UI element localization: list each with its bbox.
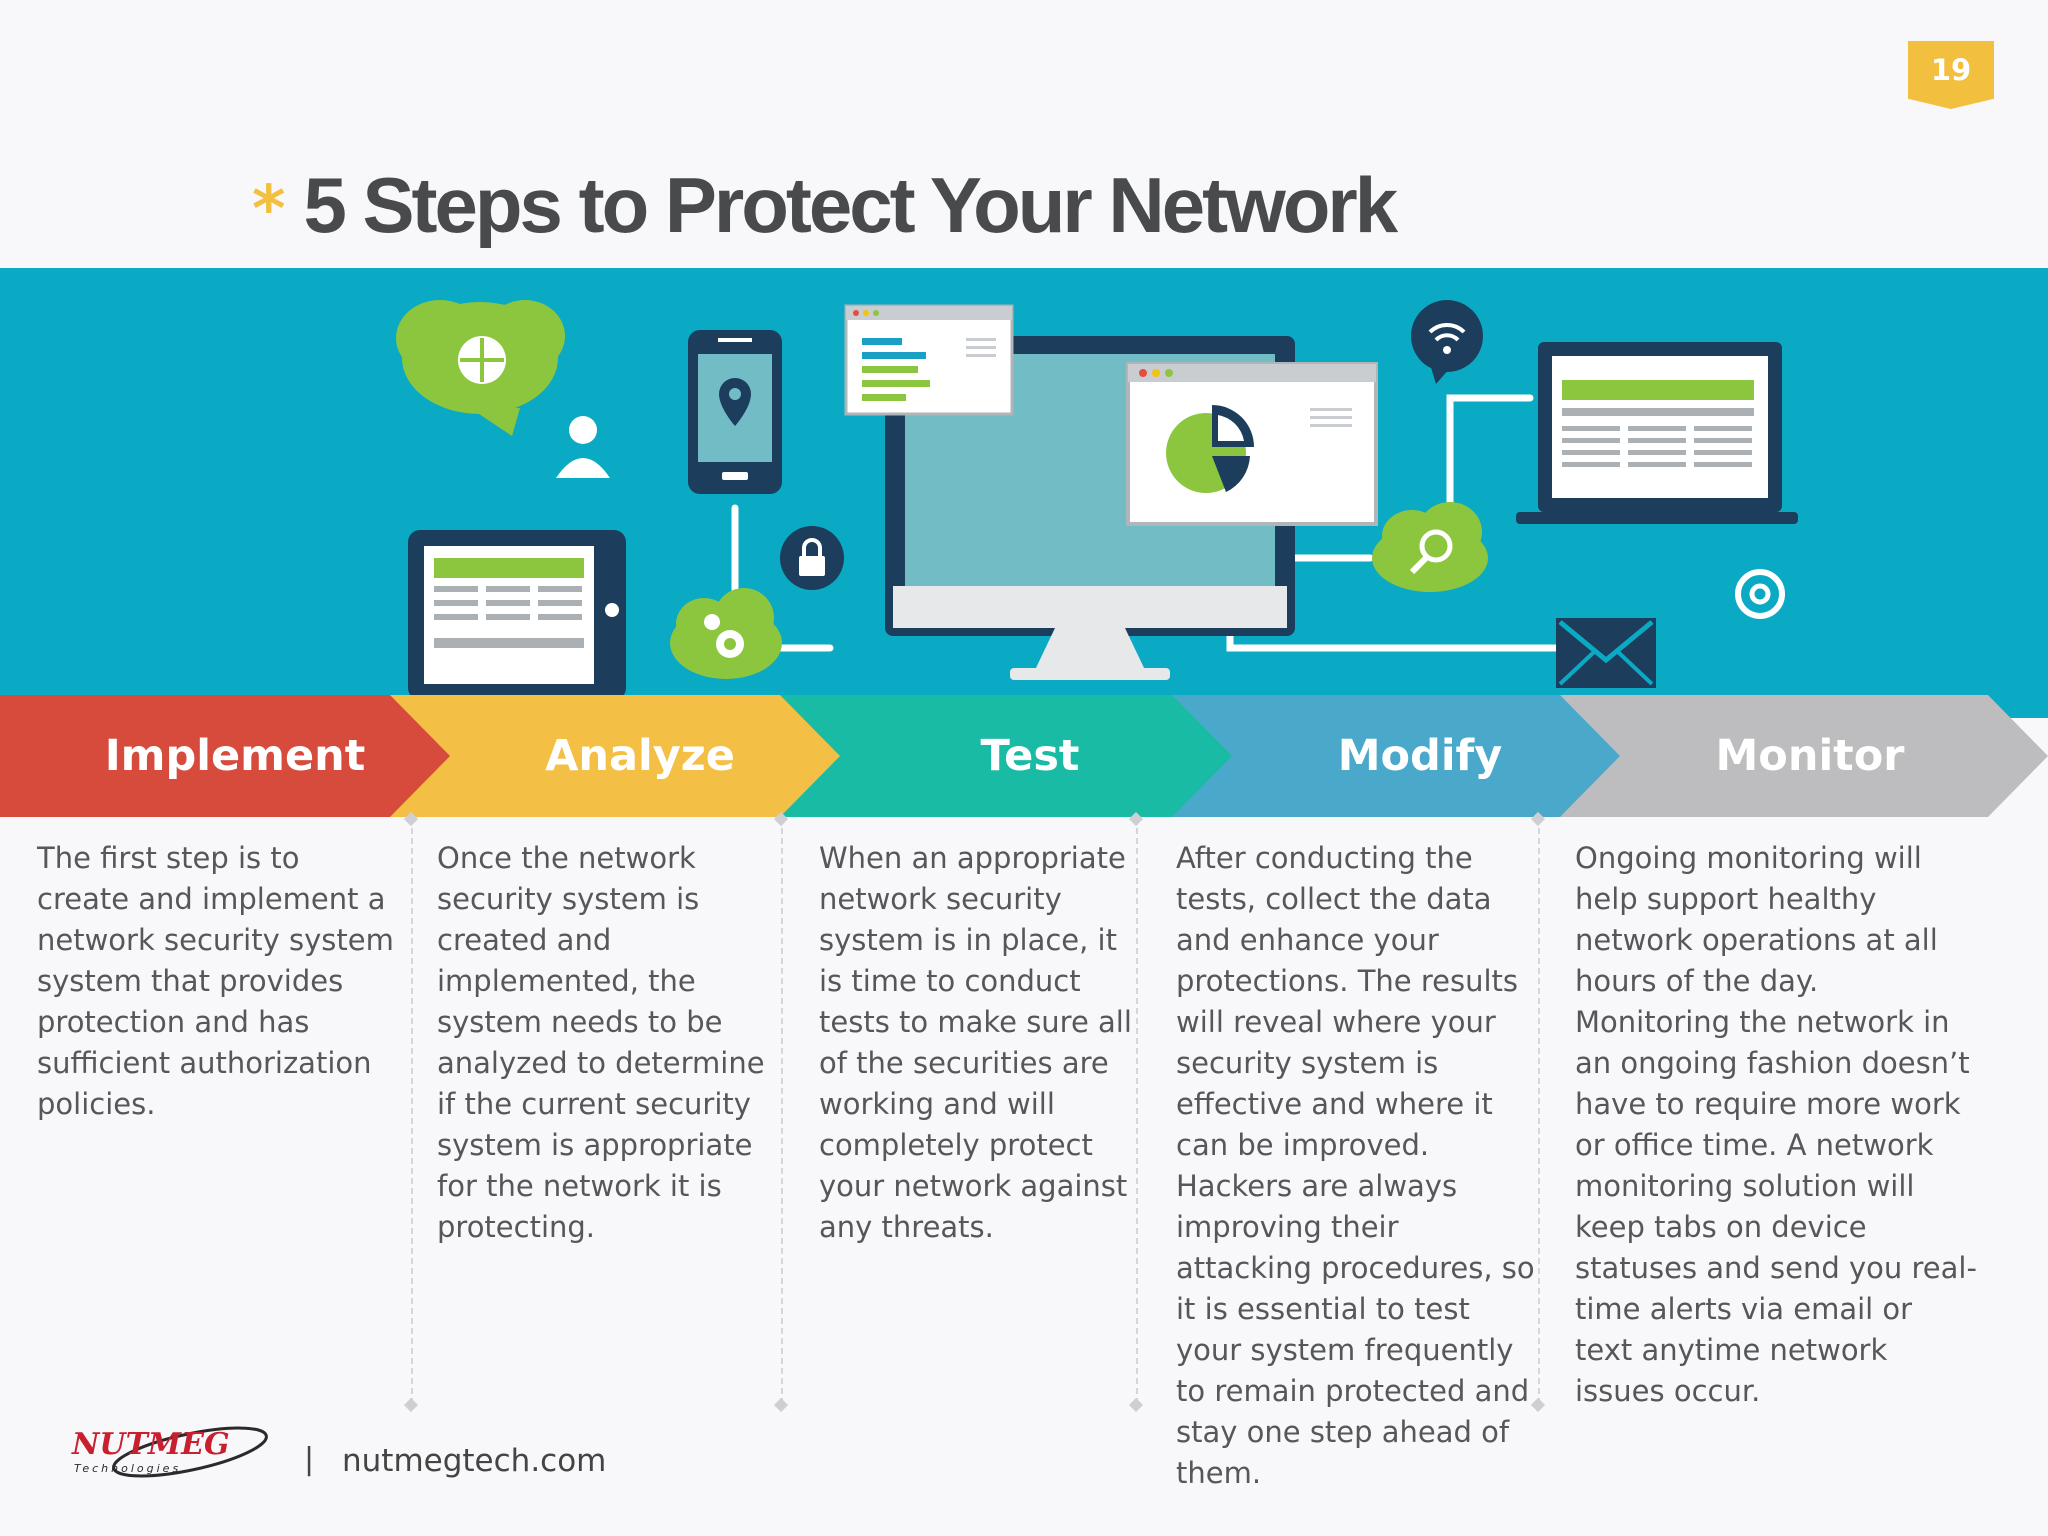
search-cloud-icon (1372, 502, 1488, 592)
column-divider (411, 818, 413, 1404)
chat-cloud-icon (396, 300, 565, 436)
arrow-monitor-shape (1560, 695, 2048, 817)
step-description-monitor: Ongoing monitoring will help support hea… (1575, 841, 1977, 1408)
step-description-test: When an appropriate network security sys… (819, 841, 1132, 1244)
column-divider (1538, 818, 1540, 1404)
step-label-modify: Modify (1337, 731, 1503, 781)
laptop-icon (1516, 342, 1798, 524)
step-label-monitor: Monitor (1715, 731, 1905, 781)
pie-chart-window-icon (1126, 362, 1378, 526)
at-sign-icon (1735, 569, 1785, 619)
tablet-icon (408, 530, 626, 700)
step-description-modify: After conducting the tests, collect the … (1176, 841, 1535, 1490)
footer-website-link[interactable]: nutmegtech.com (342, 1443, 607, 1479)
arrow-test-shape (780, 695, 1232, 817)
step-label-test: Test (980, 731, 1080, 781)
bar-chart-window-icon (844, 304, 1014, 416)
column-divider (1136, 818, 1138, 1404)
slide-title: * 5 Steps to Protect Your Network (252, 160, 1398, 250)
arrow-implement-shape (0, 695, 450, 817)
lock-icon (780, 526, 844, 590)
logo-wordmark: NUTMEG (71, 1427, 230, 1462)
envelope-icon (1556, 618, 1656, 688)
gear-cloud-icon (670, 588, 782, 679)
nutmeg-logo: NUTMEG Technologies (70, 1420, 270, 1494)
arrow-analyze-shape (390, 695, 840, 817)
smartphone-location-icon (688, 330, 782, 494)
title-text: 5 Steps to Protect Your Network (303, 160, 1398, 249)
step-description-implement: The first step is to create and implemen… (37, 841, 394, 1121)
network-illustration-banner (0, 268, 2048, 718)
wifi-bubble-icon (1411, 300, 1483, 384)
step-label-analyze: Analyze (545, 731, 735, 781)
column-divider (781, 818, 783, 1404)
footer-separator: | (304, 1442, 315, 1477)
step-description-analyze: Once the network security system is crea… (437, 841, 765, 1244)
arrow-modify-shape (1172, 695, 1620, 817)
title-bullet: * (252, 173, 286, 247)
user-icon (556, 416, 610, 478)
step-label-implement: Implement (104, 731, 366, 781)
process-arrow-row: Implement Analyze Test Modify Monitor (0, 695, 2048, 817)
logo-subtext: Technologies (74, 1462, 181, 1475)
page-number-badge: 19 (1908, 41, 1994, 109)
